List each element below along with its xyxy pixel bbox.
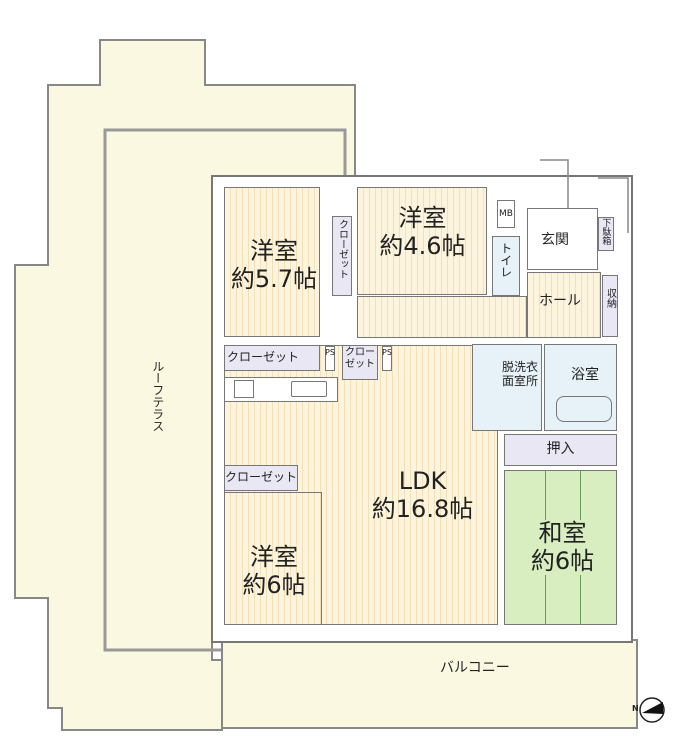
closet-vertical <box>332 216 352 296</box>
closet-ldk-label: クローゼット <box>224 470 297 484</box>
shoe-box <box>598 217 614 251</box>
closet-ldk <box>224 465 298 491</box>
hall-label: ホール <box>539 293 581 309</box>
toilet <box>492 236 520 296</box>
storage-label: 収納 <box>604 288 616 308</box>
balcony-area <box>221 639 638 729</box>
closet-row-label: クローゼット <box>226 350 299 364</box>
oshiire-label: 押入 <box>546 441 575 457</box>
closet-small-label: クローゼット <box>345 347 375 370</box>
washroom <box>472 344 542 431</box>
western-room-b <box>357 187 487 295</box>
mb-label: MB <box>499 209 513 219</box>
genkan <box>527 208 598 270</box>
western-room-c-label: 洋室約6帖 <box>242 543 306 599</box>
compass-icon <box>639 697 665 723</box>
hall <box>527 272 601 338</box>
roof-terrace-label: ルーフテラス <box>150 360 165 432</box>
ps-1 <box>325 346 335 371</box>
mb <box>497 200 515 228</box>
balcony-label: バルコニー <box>440 660 510 676</box>
washitsu-label: 和室約6帖 <box>515 519 610 576</box>
storage <box>602 275 618 337</box>
western-room-a-label: 洋室約5.7帖 <box>230 237 318 293</box>
western-room-b-label: 洋室約4.6帖 <box>379 204 466 260</box>
western-room-c <box>224 492 322 625</box>
ps-2 <box>382 346 392 371</box>
bathtub-icon <box>556 396 612 422</box>
toilet-label: トイレ <box>498 242 513 278</box>
bathroom-label: 浴室 <box>571 367 599 383</box>
stove-icon <box>234 380 254 398</box>
compass-label: N <box>632 704 639 713</box>
washroom-label: 脱洗衣面室所 <box>501 360 538 389</box>
western-room-a <box>224 187 320 337</box>
closet-vertical-label: クローゼット <box>336 219 348 279</box>
closet-row <box>224 345 320 371</box>
ps-1-label: PS <box>325 348 335 357</box>
ps-2-label: PS <box>382 348 392 357</box>
sink-icon <box>291 381 327 397</box>
closet-small <box>342 345 378 380</box>
shoe-box-label: 下駄箱 <box>600 218 611 245</box>
corridor <box>357 296 527 338</box>
genkan-label: 玄関 <box>541 232 569 248</box>
oshiire <box>504 434 617 466</box>
